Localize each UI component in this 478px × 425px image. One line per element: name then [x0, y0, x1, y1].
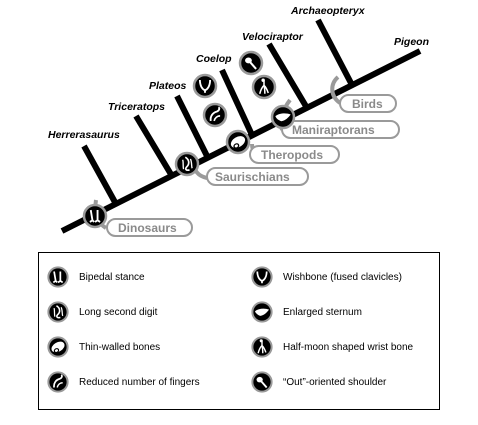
legend-item-wishbone: Wishbone (fused clavicles): [251, 265, 402, 289]
clade-saurischians: Saurischians: [206, 167, 309, 186]
clade-birds: Birds: [339, 94, 397, 113]
legend-label: Thin-walled bones: [79, 341, 161, 353]
thin-walled-bones-icon: [225, 129, 251, 155]
reduced-fingers-icon: [202, 102, 228, 128]
branch-coelop: [219, 68, 255, 137]
cladogram: Herrerasaurus Triceratops Plateos Coelop…: [48, 5, 429, 237]
legend-item-thin-bones: Thin-walled bones: [47, 335, 160, 359]
long-second-digit-icon: [47, 301, 69, 323]
tip-label-herrerasaurus: Herrerasaurus: [48, 129, 120, 141]
reduced-fingers-icon: [47, 371, 69, 393]
legend-label: Wishbone (fused clavicles): [283, 271, 402, 283]
tip-label-triceratops: Triceratops: [108, 101, 165, 113]
wishbone-icon: [251, 266, 273, 288]
branch-velociraptor: [266, 42, 310, 110]
tip-label-coelop: Coelop: [196, 53, 232, 65]
out-oriented-shoulder-icon: [238, 50, 264, 76]
svg-text:Maniraptorans: Maniraptorans: [292, 123, 375, 137]
legend: Bipedal stance Long second digit Thin-wa…: [38, 252, 440, 410]
branch-plateos: [174, 94, 211, 160]
wishbone-icon: [192, 73, 218, 99]
clade-theropods: Theropods: [249, 145, 340, 164]
clade-maniraptorans: Maniraptorans: [281, 120, 400, 139]
legend-label: Long second digit: [79, 306, 158, 318]
legend-item-sternum: Enlarged sternum: [251, 300, 362, 324]
svg-text:Dinosaurs: Dinosaurs: [118, 221, 177, 235]
bipedal-stance-icon: [82, 203, 108, 229]
legend-label: Enlarged sternum: [283, 306, 362, 318]
svg-text:Theropods: Theropods: [261, 148, 323, 162]
tip-label-archaeopteryx: Archaeopteryx: [290, 5, 366, 17]
svg-text:Birds: Birds: [352, 97, 383, 111]
legend-label: “Out”-oriented shoulder: [283, 376, 387, 388]
bipedal-stance-icon: [47, 266, 69, 288]
thin-walled-bones-icon: [47, 336, 69, 358]
tip-label-pigeon: Pigeon: [394, 36, 429, 48]
branch-herrerasaurus: [81, 144, 119, 206]
branch-triceratops: [133, 114, 175, 178]
tip-label-plateos: Plateos: [149, 80, 187, 92]
legend-item-fingers: Reduced number of fingers: [47, 370, 200, 394]
clade-dinosaurs: Dinosaurs: [106, 218, 193, 237]
half-moon-wrist-icon: [251, 74, 277, 100]
legend-item-second-digit: Long second digit: [47, 300, 157, 324]
enlarged-sternum-icon: [270, 104, 296, 130]
long-second-digit-icon: [174, 151, 200, 177]
legend-label: Reduced number of fingers: [79, 376, 200, 388]
tip-label-velociraptor: Velociraptor: [242, 31, 304, 43]
legend-item-bipedal: Bipedal stance: [47, 265, 145, 289]
enlarged-sternum-icon: [251, 301, 273, 323]
legend-label: Half-moon shaped wrist bone: [283, 341, 414, 353]
svg-text:Saurischians: Saurischians: [215, 170, 290, 184]
branch-archaeopteryx: [315, 18, 355, 87]
half-moon-wrist-icon: [251, 336, 273, 358]
legend-item-wrist: Half-moon shaped wrist bone: [251, 335, 413, 359]
legend-label: Bipedal stance: [79, 271, 145, 283]
legend-item-shoulder: “Out”-oriented shoulder: [251, 370, 386, 394]
out-oriented-shoulder-icon: [251, 371, 273, 393]
